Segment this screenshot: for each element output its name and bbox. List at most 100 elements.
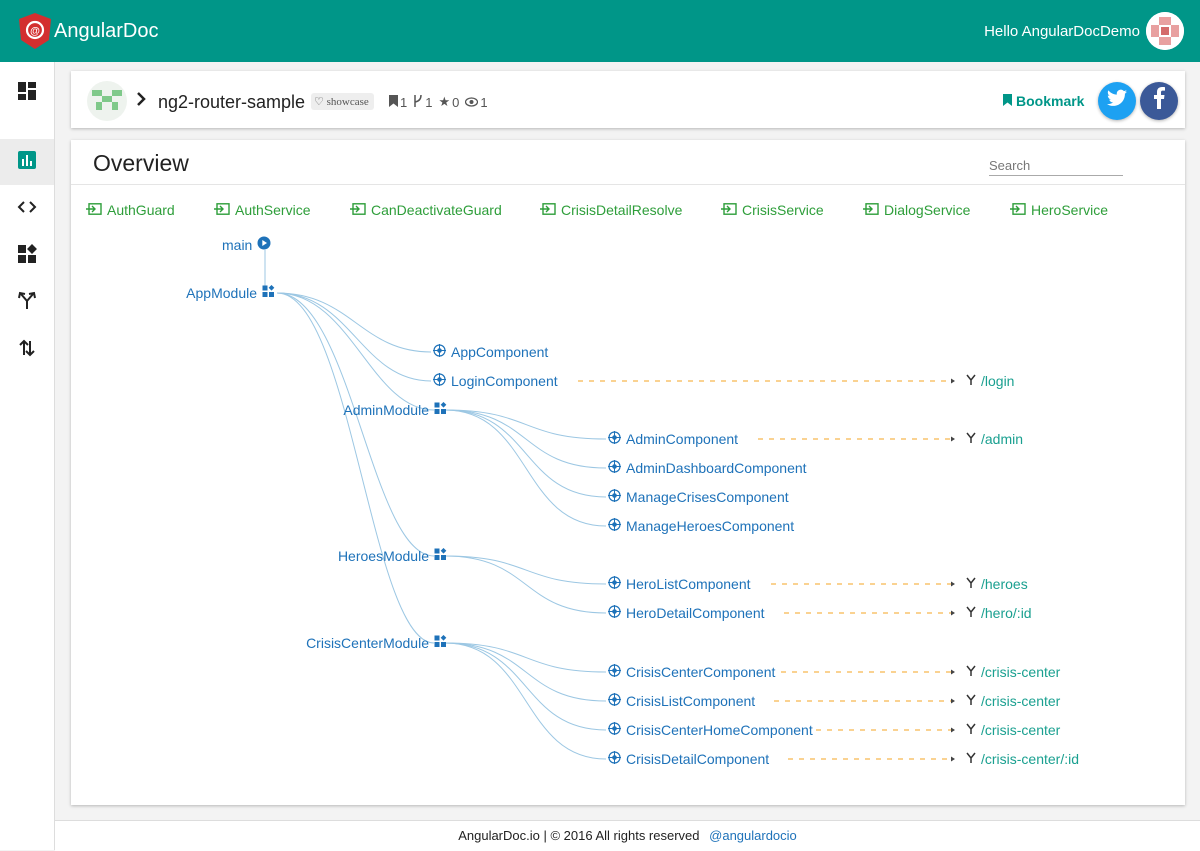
graph-edge xyxy=(276,292,432,353)
eye-icon xyxy=(465,95,479,110)
service-label: CanDeactivateGuard xyxy=(371,202,502,218)
component-label: AppComponent xyxy=(451,344,549,360)
repo-stats: 1 1 ★0 1 xyxy=(389,94,488,110)
component-icon xyxy=(608,664,621,680)
route-node[interactable]: /login xyxy=(965,373,1014,389)
graph-edge xyxy=(276,292,432,382)
graph-edge xyxy=(444,642,607,673)
component-label: LoginComponent xyxy=(451,373,558,389)
component-icon xyxy=(608,576,621,592)
bookmark-button[interactable]: Bookmark xyxy=(1003,93,1084,109)
sidebar-item-code[interactable] xyxy=(0,186,54,232)
component-icon xyxy=(433,344,446,360)
route-arrow xyxy=(951,727,955,733)
showcase-tag[interactable]: ♡ showcase xyxy=(311,93,374,110)
twitter-share-button[interactable] xyxy=(1098,82,1136,120)
user-greeting: Hello AngularDocDemo xyxy=(984,23,1140,40)
bookmark-count-icon xyxy=(389,94,398,110)
brand-name[interactable]: AngularDoc xyxy=(54,20,159,42)
service-icon xyxy=(540,202,556,218)
route-arrow xyxy=(951,610,955,616)
graph-edge xyxy=(444,409,607,527)
route-arrow xyxy=(951,698,955,704)
route-arrow xyxy=(951,378,955,384)
angulardoc-logo-icon[interactable]: @ xyxy=(18,12,52,55)
graph-edge xyxy=(444,409,607,440)
component-node[interactable]: ManageHeroesComponent xyxy=(608,518,794,534)
sidebar-item-dependencies[interactable] xyxy=(0,327,54,373)
module-label: AppModule xyxy=(186,285,257,301)
route-label: /admin xyxy=(981,431,1024,447)
module-node[interactable]: CrisisCenterModule xyxy=(267,634,447,651)
service-icon xyxy=(214,202,230,218)
route-node[interactable]: /crisis-center/:id xyxy=(965,751,1079,767)
route-fork-icon xyxy=(965,373,977,389)
route-arrow xyxy=(951,581,955,587)
twitter-handle-link[interactable]: @angulardocio xyxy=(709,828,797,843)
graph-edge xyxy=(444,642,607,731)
sort-arrows-icon xyxy=(17,338,37,363)
component-node[interactable]: CrisisCenterComponent xyxy=(608,664,775,680)
sidebar xyxy=(0,62,55,850)
route-node[interactable]: /crisis-center xyxy=(965,664,1060,680)
route-label: /login xyxy=(981,373,1015,389)
service-item[interactable]: AuthService xyxy=(214,202,310,218)
footer: AngularDoc.io | © 2016 All rights reserv… xyxy=(55,820,1200,851)
component-node[interactable]: HeroListComponent xyxy=(608,576,751,592)
component-icon xyxy=(608,460,621,476)
service-item[interactable]: HeroService xyxy=(1010,202,1108,218)
component-node[interactable]: LoginComponent xyxy=(433,373,558,389)
component-node[interactable]: AdminComponent xyxy=(608,431,738,447)
component-icon xyxy=(608,489,621,505)
component-node[interactable]: CrisisCenterHomeComponent xyxy=(608,722,813,738)
code-icon xyxy=(17,197,37,222)
route-node[interactable]: /crisis-center xyxy=(965,722,1060,738)
route-label: /heroes xyxy=(981,576,1028,592)
search-input[interactable] xyxy=(989,156,1123,176)
graph-edge xyxy=(444,555,607,614)
repo-name[interactable]: ng2-router-sample xyxy=(158,92,306,112)
module-node[interactable]: AdminModule xyxy=(291,401,447,418)
service-label: CrisisService xyxy=(742,202,824,218)
widgets-icon xyxy=(17,243,37,269)
module-node[interactable]: HeroesModule xyxy=(291,547,447,564)
component-node[interactable]: CrisisDetailComponent xyxy=(608,751,769,767)
user-avatar[interactable] xyxy=(1146,12,1184,50)
service-item[interactable]: CrisisService xyxy=(721,202,824,218)
sidebar-item-routes[interactable] xyxy=(0,280,54,326)
graph-edge xyxy=(444,409,607,498)
component-icon xyxy=(433,373,446,389)
overview-card: Overview AuthGuard AuthService CanDeacti… xyxy=(71,140,1185,805)
component-node[interactable]: HeroDetailComponent xyxy=(608,605,765,621)
service-item[interactable]: CanDeactivateGuard xyxy=(350,202,502,218)
service-icon xyxy=(1010,202,1026,218)
heart-icon: ♡ xyxy=(314,96,324,108)
route-node[interactable]: /admin xyxy=(965,431,1023,447)
service-item[interactable]: DialogService xyxy=(863,202,970,218)
sidebar-item-dashboard[interactable] xyxy=(0,70,54,116)
component-node[interactable]: ManageCrisesComponent xyxy=(608,489,789,505)
component-node[interactable]: AppComponent xyxy=(433,344,548,360)
route-node[interactable]: /hero/:id xyxy=(965,605,1032,621)
route-arrow xyxy=(951,669,955,675)
module-node[interactable]: AppModule xyxy=(151,284,275,301)
route-fork-icon xyxy=(965,751,977,767)
route-fork-icon xyxy=(965,576,977,592)
main-node[interactable]: main xyxy=(222,236,271,253)
dashboard-icon xyxy=(17,81,37,106)
component-node[interactable]: AdminDashboardComponent xyxy=(608,460,807,476)
graph-edge xyxy=(444,555,607,585)
component-node[interactable]: CrisisListComponent xyxy=(608,693,755,709)
sidebar-item-modules[interactable] xyxy=(0,233,54,279)
service-item[interactable]: CrisisDetailResolve xyxy=(540,202,682,218)
facebook-share-button[interactable] xyxy=(1140,82,1178,120)
repo-header-card: ng2-router-sample ♡ showcase 1 1 ★0 1 Bo… xyxy=(71,71,1185,128)
route-node[interactable]: /heroes xyxy=(965,576,1028,592)
module-label: AdminModule xyxy=(343,402,429,418)
route-fork-icon xyxy=(965,664,977,680)
top-bar: @ AngularDoc Hello AngularDocDemo xyxy=(0,0,1200,62)
service-item[interactable]: AuthGuard xyxy=(86,202,175,218)
component-label: HeroDetailComponent xyxy=(626,605,765,621)
sidebar-item-overview[interactable] xyxy=(0,139,54,185)
route-node[interactable]: /crisis-center xyxy=(965,693,1060,709)
